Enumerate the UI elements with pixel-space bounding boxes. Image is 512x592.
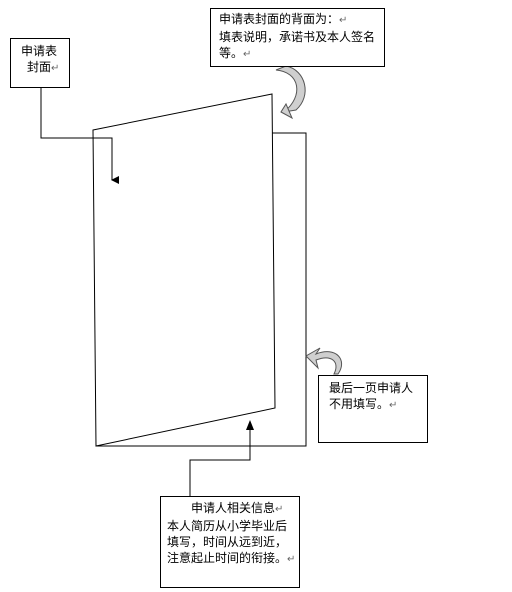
flip-back-arrow: [305, 347, 343, 375]
back-note-box: 申请表封面的背面为：↵ 填表说明，承诺书及本人签名 等。↵: [210, 8, 385, 67]
resume-line3: 填写，时间从远到近，: [167, 535, 288, 549]
resume-arrow: [189, 424, 251, 496]
return-mark: ↵: [51, 63, 60, 74]
cover-label-line1: 申请表: [21, 44, 58, 58]
return-mark: ↵: [339, 15, 348, 26]
back-note-line3: 等。: [219, 46, 244, 60]
resume-line2: 本人简历从小学毕业后: [167, 519, 288, 533]
resume-line4: 注意起止时间的衔接。: [167, 551, 288, 565]
return-mark: ↵: [275, 504, 284, 515]
last-page-line2: 不用填写。: [329, 397, 390, 411]
last-page-line1: 最后一页申请人: [329, 381, 414, 395]
turn-over-arrow: [275, 65, 306, 120]
last-page-note-box: 最后一页申请人 不用填写。↵: [318, 375, 428, 443]
back-note-line2: 填表说明，承诺书及本人签名: [219, 30, 376, 44]
cover-label-box: 申请表 封面↵: [10, 38, 70, 88]
resume-line1: 申请人相关信息: [191, 501, 276, 515]
return-mark: ↵: [243, 49, 252, 60]
cover-label-line2: 封面: [27, 60, 52, 74]
return-mark: ↵: [389, 400, 398, 411]
front-cover: [92, 93, 276, 447]
return-mark: ↵: [287, 554, 296, 565]
cover-arrow: [40, 88, 119, 184]
back-note-line1: 申请表封面的背面为：: [219, 12, 340, 26]
resume-note-box: 申请人相关信息↵ 本人简历从小学毕业后 填写，时间从远到近， 注意起止时间的衔接…: [160, 496, 300, 588]
resume-arrow-head: [246, 420, 254, 430]
